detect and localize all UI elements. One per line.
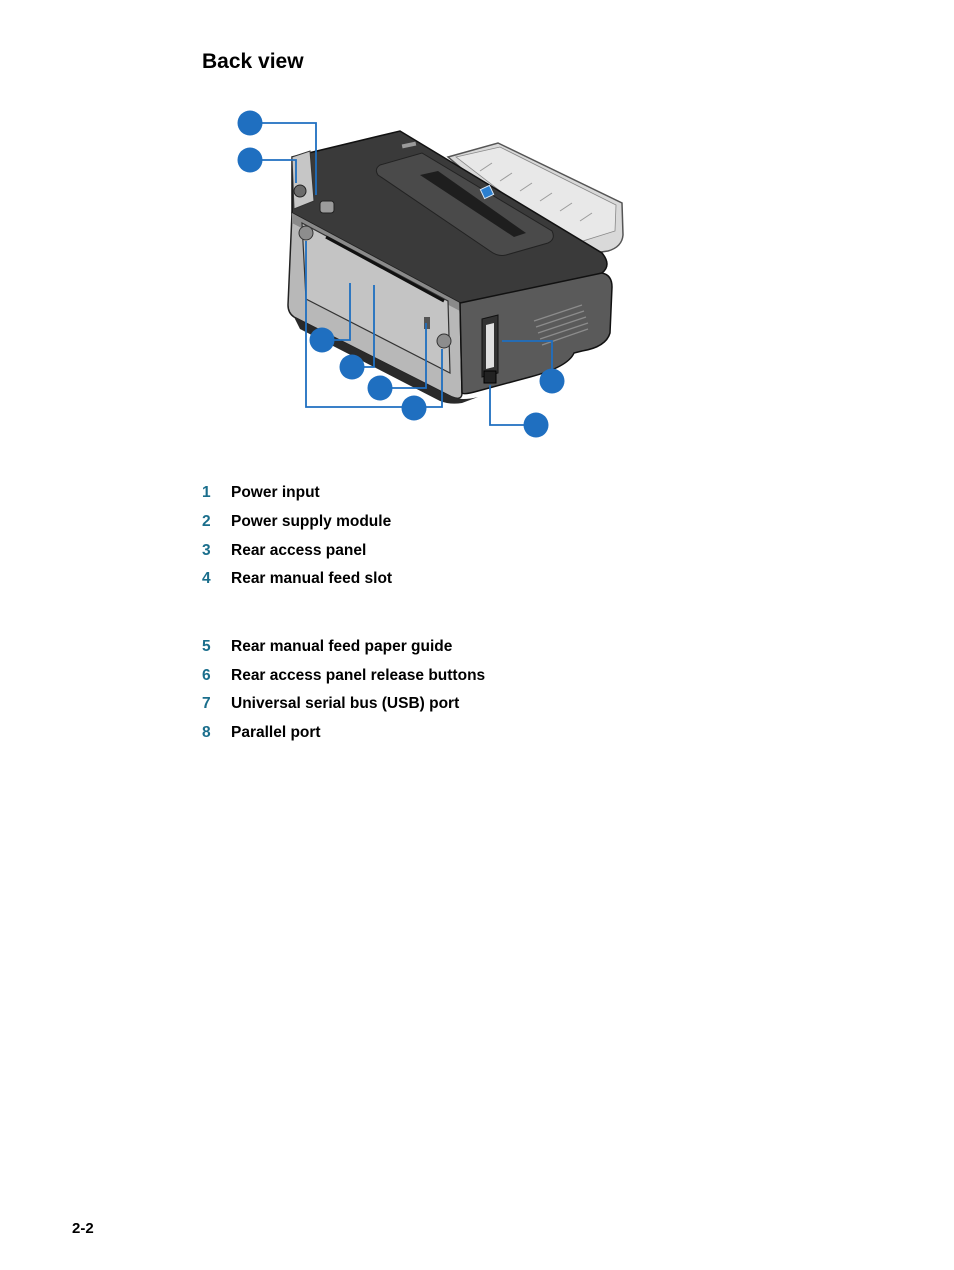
legend-number: 2	[202, 513, 211, 530]
legend-item: 3 Rear access panel	[202, 542, 366, 560]
legend-item: 4 Rear manual feed slot	[202, 570, 392, 588]
legend-number: 6	[202, 667, 211, 684]
legend-number: 7	[202, 695, 211, 712]
legend-item: 6 Rear access panel release buttons	[202, 667, 485, 685]
callout-marker	[367, 375, 393, 401]
legend-number: 3	[202, 542, 211, 559]
legend-label: Power input	[231, 484, 320, 501]
legend-number: 1	[202, 484, 211, 501]
legend-number: 4	[202, 570, 211, 587]
legend-number: 5	[202, 638, 211, 655]
callout-marker	[339, 354, 365, 380]
legend-item: 5 Rear manual feed paper guide	[202, 638, 452, 656]
callout-markers	[237, 110, 565, 438]
callout-marker	[237, 110, 263, 136]
legend-item: 1 Power input	[202, 484, 320, 502]
legend-label: Parallel port	[231, 724, 321, 741]
legend-label: Rear manual feed slot	[231, 570, 393, 587]
printer-back-view-illustration	[237, 110, 624, 438]
legend-label: Rear manual feed paper guide	[231, 638, 453, 655]
callout-marker	[401, 395, 427, 421]
section-heading: Back view	[202, 50, 304, 73]
page-number: 2-2	[72, 1220, 94, 1237]
paper-tray	[446, 142, 624, 258]
legend-label: Rear access panel release buttons	[231, 667, 486, 684]
legend-label: Power supply module	[231, 513, 392, 530]
callout-marker	[523, 412, 549, 438]
legend-label: Universal serial bus (USB) port	[231, 695, 460, 712]
callout-marker	[539, 368, 565, 394]
legend-item: 2 Power supply module	[202, 513, 391, 531]
callout-marker	[237, 147, 263, 173]
legend-label: Rear access panel	[231, 542, 367, 559]
legend-item: 8 Parallel port	[202, 724, 321, 742]
legend-number: 8	[202, 724, 211, 741]
legend-item: 7 Universal serial bus (USB) port	[202, 695, 459, 713]
callout-marker	[309, 327, 335, 353]
printer-body	[287, 130, 613, 404]
